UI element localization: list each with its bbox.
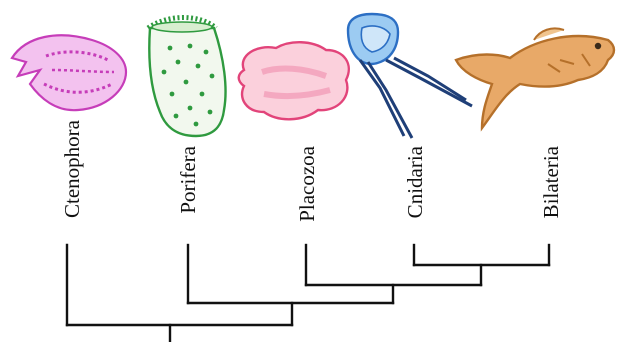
taxon-label-cnidaria: Cnidaria bbox=[403, 145, 427, 218]
placozoa-illustration bbox=[239, 42, 349, 119]
cnidaria-illustration bbox=[348, 14, 472, 138]
porifera-illustration bbox=[148, 18, 226, 137]
taxon-label-placozoa: Placozoa bbox=[295, 145, 319, 221]
bilateria-illustration bbox=[456, 28, 614, 128]
tree-branches bbox=[67, 245, 549, 342]
taxon-label-ctenophora: Ctenophora bbox=[60, 119, 84, 218]
ctenophora-illustration bbox=[12, 35, 126, 110]
taxon-label-bilateria: Bilateria bbox=[539, 145, 563, 218]
taxon-label-porifera: Porifera bbox=[176, 145, 200, 213]
